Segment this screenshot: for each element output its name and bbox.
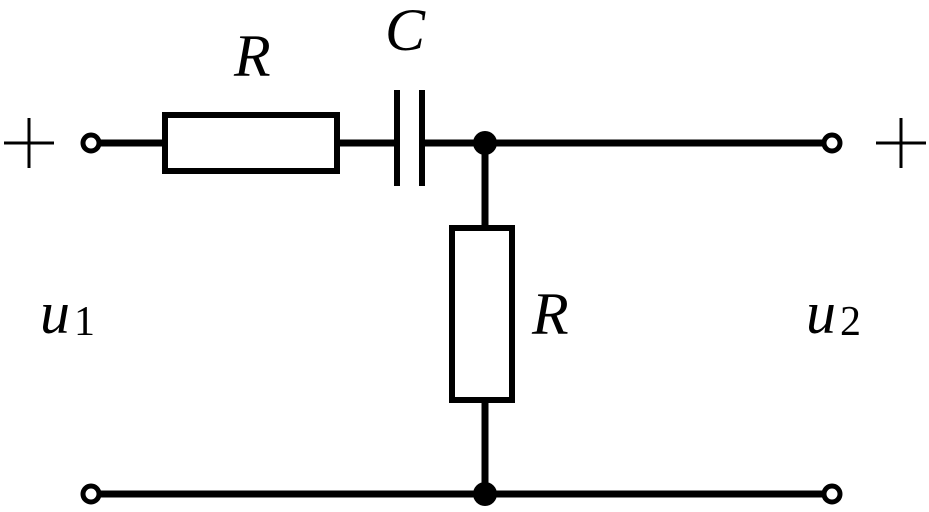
input-plus-sign — [4, 118, 54, 168]
output-terminal-top — [821, 132, 843, 154]
output-voltage-label: u2 — [806, 280, 861, 346]
input-voltage-label: u1 — [40, 280, 95, 346]
input-voltage-subscript: 1 — [74, 299, 95, 345]
shunt-resistor — [449, 225, 515, 403]
output-terminal-bottom — [821, 483, 843, 505]
junction-node-top — [473, 131, 497, 155]
input-voltage-symbol: u — [40, 280, 70, 346]
junction-node-bottom — [473, 482, 497, 506]
output-voltage-subscript: 2 — [840, 299, 861, 345]
input-terminal-top — [80, 132, 102, 154]
shunt-resistor-label: R — [531, 281, 569, 347]
series-resistor-label: R — [233, 23, 271, 89]
output-voltage-symbol: u — [806, 280, 836, 346]
series-resistor — [162, 112, 340, 174]
capacitor-label: C — [385, 0, 426, 63]
output-plus-sign — [876, 118, 926, 168]
input-terminal-bottom — [80, 483, 102, 505]
